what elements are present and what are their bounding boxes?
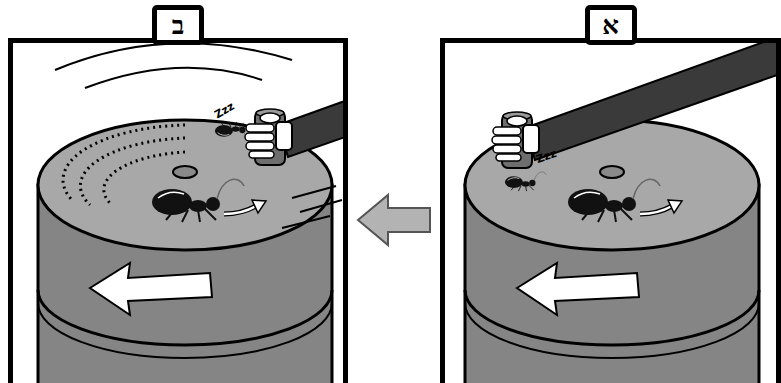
block-arrow — [358, 195, 430, 245]
speed-line — [282, 186, 342, 228]
snore-text: Zzz — [212, 100, 236, 122]
panel-label-box: ב — [152, 5, 204, 45]
rotating-drum — [38, 120, 332, 383]
scene-a — [465, 43, 776, 383]
speed-line — [85, 68, 262, 88]
ant-trail — [63, 125, 185, 200]
panel-letter: א — [602, 12, 619, 38]
motion-arrow — [224, 200, 266, 214]
speed-line — [55, 43, 292, 70]
comic-panel: ב — [8, 38, 348, 383]
panel-label-box: א — [585, 5, 637, 45]
motion-arrow — [640, 200, 682, 214]
hand-with-can — [245, 43, 343, 165]
sleeping-ant — [505, 172, 546, 191]
scene-b — [38, 43, 343, 383]
panel-letter: ב — [172, 12, 185, 38]
comic-panel: א — [440, 38, 781, 383]
hand-with-can — [492, 43, 776, 168]
